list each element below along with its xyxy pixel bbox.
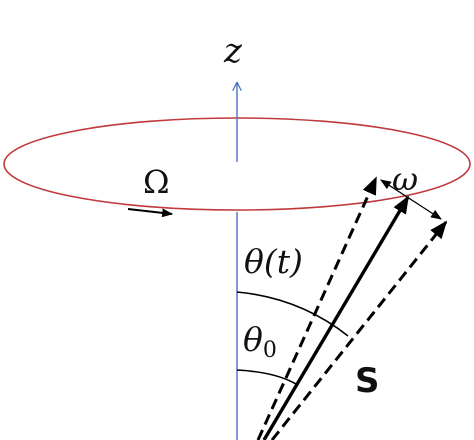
theta-t-label: θ(t)	[244, 242, 303, 281]
z-axis-label: z	[223, 31, 243, 71]
theta-0-subscript: 0	[263, 338, 277, 363]
precession-direction-arrow	[127, 208, 174, 218]
theta-t-arc	[236, 291, 349, 337]
nutation-bound-vector-right	[270, 220, 448, 440]
theta-0-label: θ0	[243, 320, 277, 363]
spin-vector-label: S	[355, 361, 380, 401]
nutation-arrow	[380, 179, 442, 220]
precession-rate-label: Ω	[143, 163, 170, 201]
theta-0-arc	[236, 369, 297, 385]
spin-vector	[262, 195, 410, 440]
nutation-bound-vector-left	[256, 176, 378, 440]
theta-0-symbol: θ	[243, 320, 263, 359]
nutation-rate-label: ω	[392, 160, 418, 198]
